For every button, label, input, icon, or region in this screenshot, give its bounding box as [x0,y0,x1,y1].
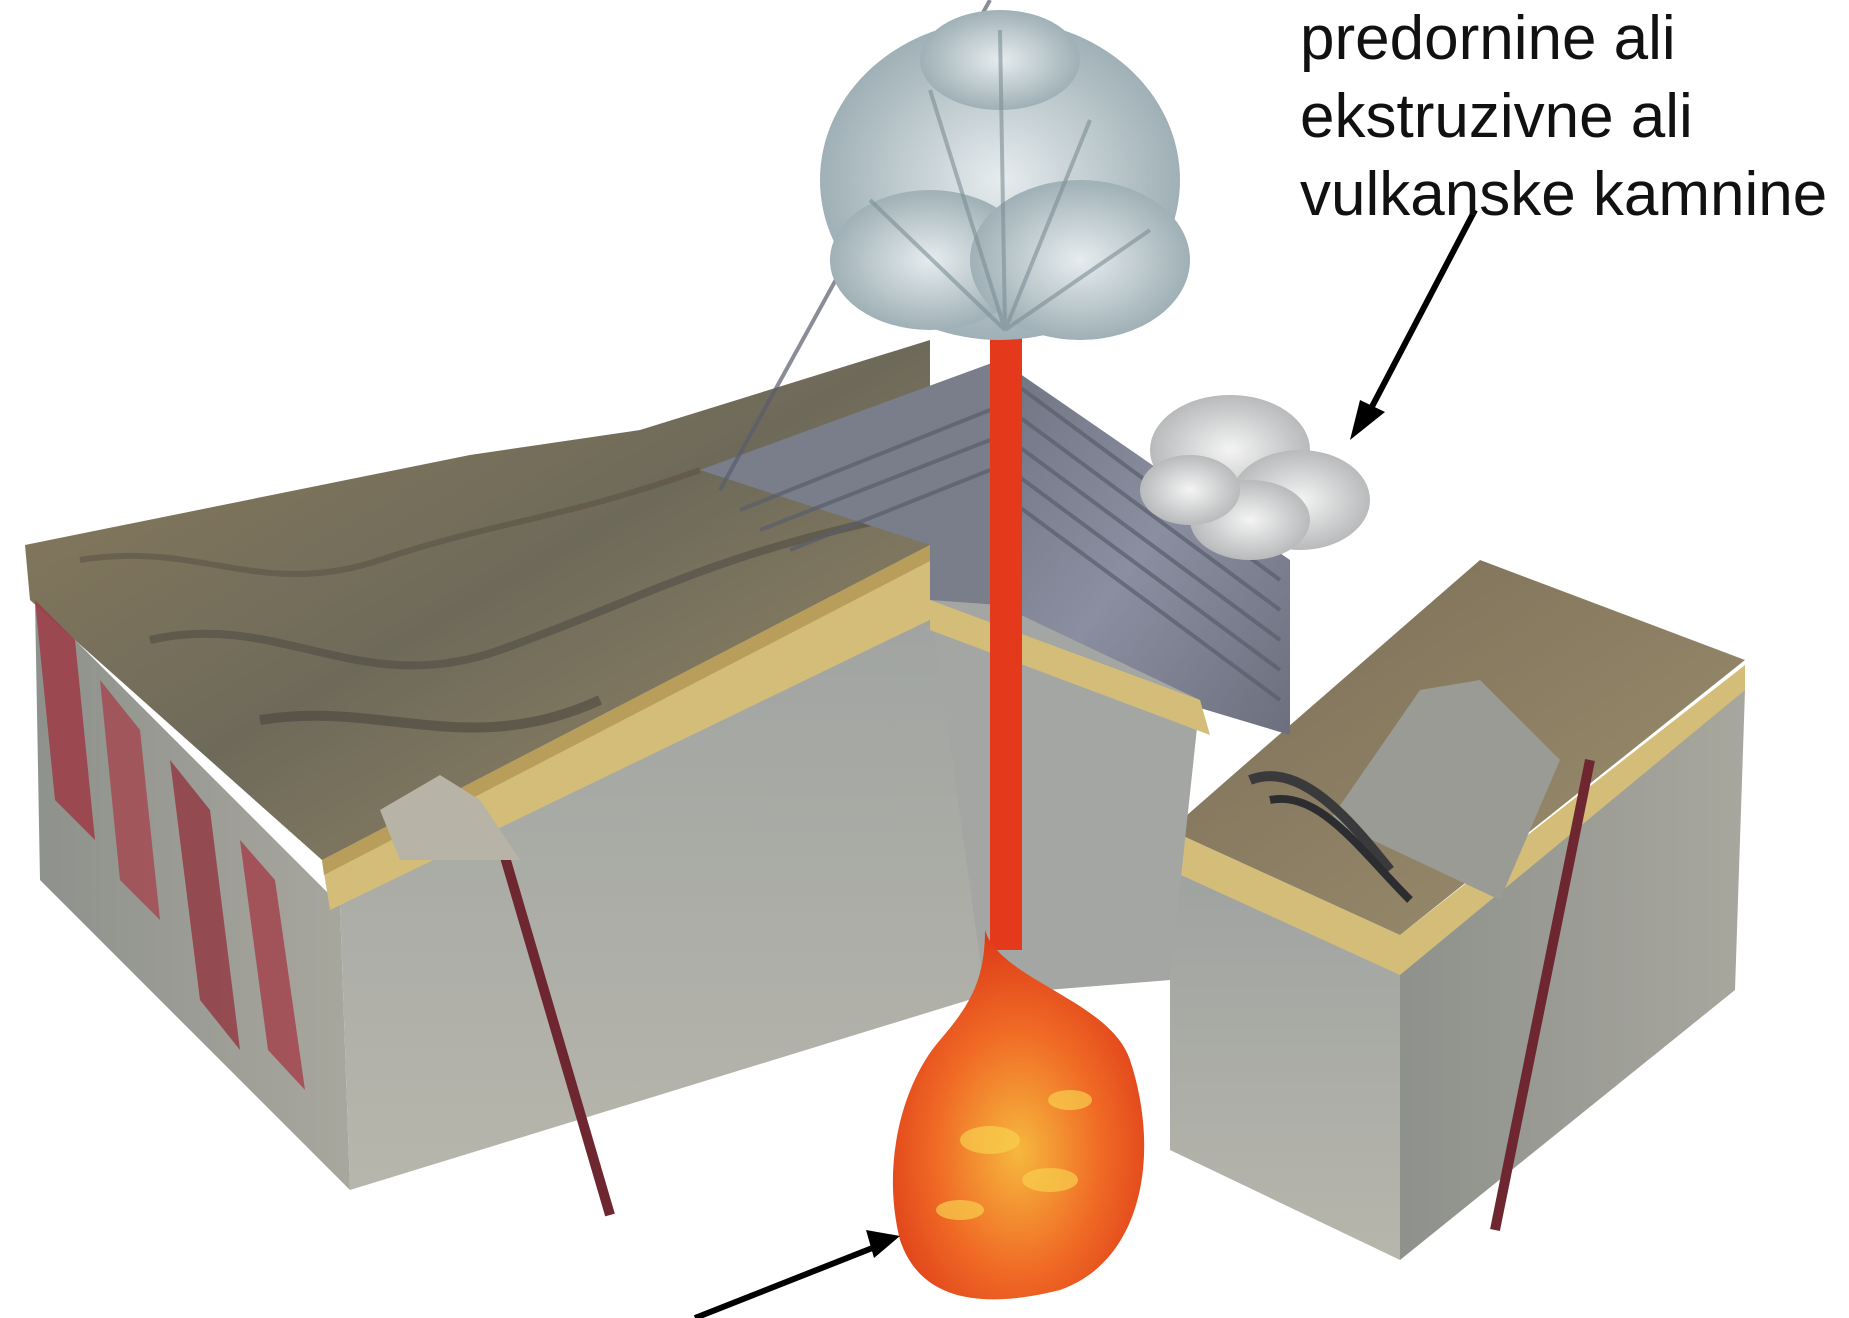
arrow-icon [695,1230,900,1318]
label-line: ekstruzivne ali [1300,78,1827,156]
extrusive-rocks-label: predornine ali ekstruzivne ali vulkanske… [1300,0,1827,234]
arrow-icon [1350,210,1475,440]
label-line: predornine ali [1300,0,1827,78]
label-line: vulkanske kamnine [1300,156,1827,234]
eruption-ash-column [820,10,1190,340]
magma-conduit [990,330,1022,950]
